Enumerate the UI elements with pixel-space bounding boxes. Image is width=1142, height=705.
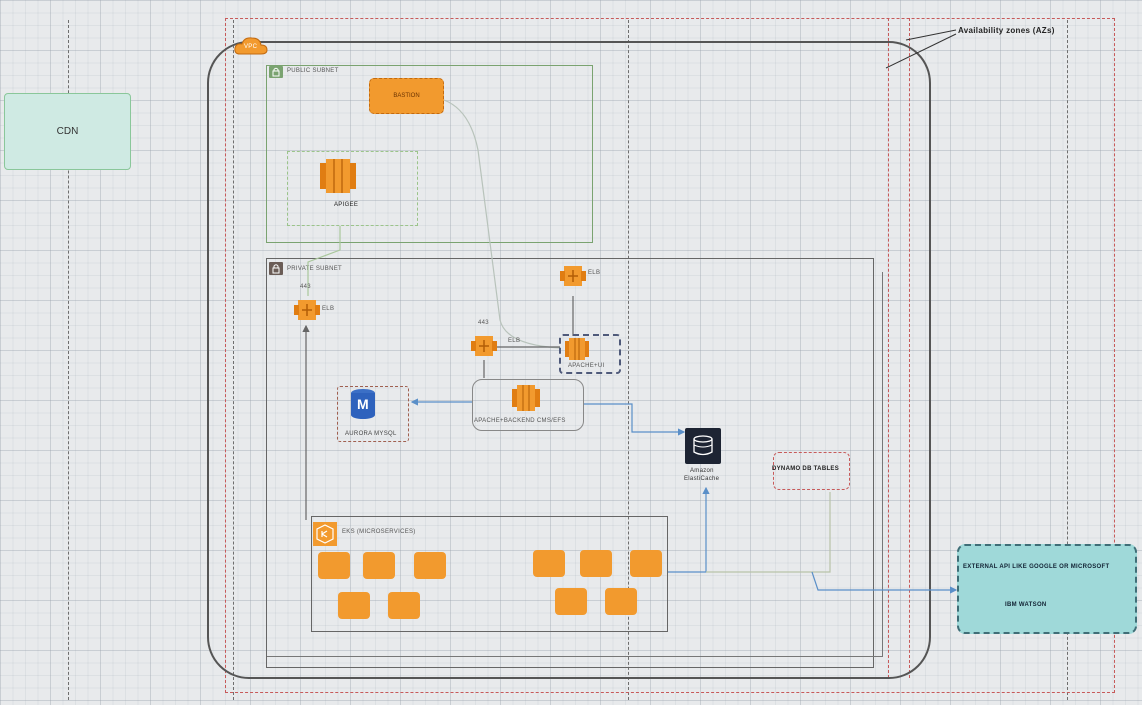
eks-dynamo-link — [706, 492, 831, 573]
cdn-label: CDN — [56, 126, 79, 137]
bastion-link — [443, 99, 561, 349]
ec2-instance-icon[interactable] — [565, 337, 589, 361]
ec2-instance-icon[interactable] — [320, 157, 356, 195]
eks-icon — [313, 522, 337, 546]
availability-zone-outer — [225, 18, 1115, 693]
lock-icon — [269, 262, 283, 275]
eks-cache-link — [668, 486, 710, 573]
divider-line — [233, 20, 234, 700]
elb-label: ELB — [322, 306, 335, 312]
microservice-pod[interactable] — [630, 550, 662, 577]
microservice-pod[interactable] — [388, 592, 420, 619]
elb-icon[interactable] — [560, 262, 586, 290]
external-api-box[interactable]: EXTERNAL API LIKE GOOGLE OR MICROSOFT IB… — [957, 544, 1137, 634]
elb-label: ELB — [508, 338, 521, 344]
dynamo-label: DYNAMO DB TABLES — [772, 466, 840, 472]
apigee-label: APIGEE — [334, 202, 359, 208]
port-label: 443 — [300, 284, 311, 290]
apache-backend-label: APACHE+BACKEND CMS/EFS — [474, 418, 566, 424]
eks-label: EKS (MICROSERVICES) — [342, 529, 416, 535]
elasticache-icon[interactable] — [685, 428, 721, 464]
microservice-pod[interactable] — [363, 552, 395, 579]
availability-zone-inner — [888, 18, 910, 678]
microservice-pod[interactable] — [580, 550, 612, 577]
az-pointer — [905, 29, 957, 41]
microservice-pod[interactable] — [533, 550, 565, 577]
public-subnet — [266, 65, 593, 243]
private-subnet — [266, 258, 874, 668]
public-subnet-label: PUBLIC SUBNET — [287, 68, 339, 74]
cloud-icon: VPC — [234, 36, 268, 56]
private-subnet-az2 — [267, 272, 883, 657]
eks-cluster — [311, 516, 668, 632]
backend-cache-link — [584, 403, 686, 436]
elb-label: ELB — [588, 270, 601, 276]
bastion-host[interactable]: BASTION — [369, 78, 444, 114]
availability-zones-label: Availability zones (AZs) — [958, 26, 1055, 35]
microservice-pod[interactable] — [338, 592, 370, 619]
elasticache-label-2: ElastiCache — [684, 476, 720, 482]
divider-line — [1067, 20, 1068, 700]
cdn-box[interactable]: CDN — [4, 93, 131, 170]
microservice-pod[interactable] — [414, 552, 446, 579]
microservice-pod[interactable] — [605, 588, 637, 615]
vpc-label: VPC — [244, 44, 258, 50]
bastion-label: BASTION — [393, 93, 420, 99]
elasticache-label-1: Amazon — [690, 468, 714, 474]
vpc-container — [207, 41, 931, 679]
divider-line — [68, 20, 69, 700]
microservice-pod[interactable] — [318, 552, 350, 579]
aurora-glyph: M — [357, 396, 369, 412]
private-subnet-label: PRIVATE SUBNET — [287, 266, 342, 272]
microservice-pod[interactable] — [555, 588, 587, 615]
divider-line — [628, 20, 629, 700]
aurora-label: AURORA MYSQL — [345, 431, 397, 437]
eks-external-link — [811, 571, 958, 594]
external-api-sublabel: IBM WATSON — [1005, 602, 1047, 608]
az-pointer — [885, 33, 957, 69]
dynamo-group[interactable] — [773, 452, 850, 490]
elb-icon[interactable] — [294, 296, 320, 324]
apigee-elb-link — [307, 226, 341, 296]
port-label: 443 — [478, 320, 489, 326]
ec2-instance-icon[interactable] — [512, 384, 540, 412]
apache-backend-group — [472, 379, 584, 431]
external-api-label: EXTERNAL API LIKE GOOGLE OR MICROSOFT — [963, 564, 1110, 570]
aurora-group — [337, 386, 409, 442]
elb-icon[interactable] — [471, 332, 497, 360]
apigee-group — [287, 151, 418, 226]
apache-ui-group — [559, 334, 621, 374]
apache-ui-label: APACHE+UI — [568, 363, 605, 369]
aurora-database-icon[interactable]: M — [350, 388, 376, 420]
lock-icon — [269, 66, 283, 78]
